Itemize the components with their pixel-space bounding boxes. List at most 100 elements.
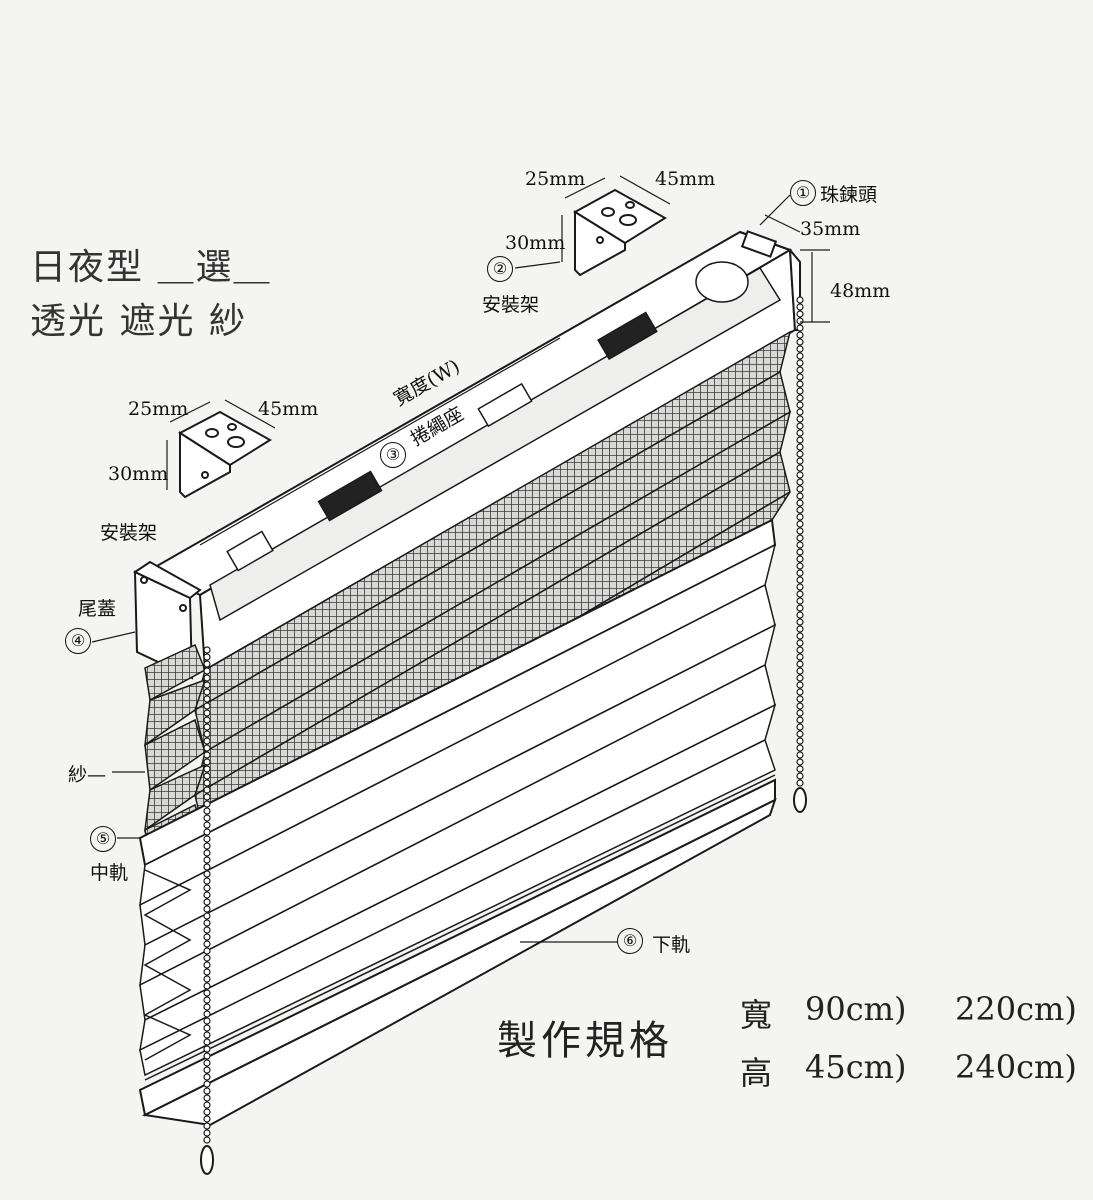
chain-bead [796, 772, 804, 780]
chain-bead [203, 793, 211, 801]
dim-bracket-left-b: 45mm [258, 398, 319, 420]
part-4-label: 尾蓋 [78, 598, 117, 620]
chain-bead [796, 485, 804, 493]
chain-bead [796, 709, 804, 717]
chain-bead [203, 1031, 211, 1039]
chain-bead [796, 702, 804, 710]
chain-bead [203, 982, 211, 990]
bead-chain-right [796, 296, 804, 787]
chain-bead [203, 1101, 211, 1109]
chain-bead [796, 548, 804, 556]
chain-bead [203, 1038, 211, 1046]
chain-bead [796, 695, 804, 703]
chain-bead [796, 520, 804, 528]
chain-bead [203, 1122, 211, 1130]
chain-bead [796, 618, 804, 626]
chain-bead [796, 527, 804, 535]
spec-title: 製作規格 [497, 1018, 673, 1064]
chain-bead [203, 877, 211, 885]
chain-bead [796, 744, 804, 752]
chain-bead [796, 408, 804, 416]
part-3-number: ③ [380, 442, 406, 468]
chain-bead [203, 1080, 211, 1088]
dim-rail-depth: 35mm [800, 218, 861, 240]
chain-bead [796, 779, 804, 787]
chain-bead [203, 779, 211, 787]
part-5-label: 中軌 [90, 862, 129, 884]
chain-bead [203, 842, 211, 850]
chain-bead [796, 590, 804, 598]
chain-bead [796, 674, 804, 682]
spec-width-min: 90cm) [805, 990, 907, 1028]
bracket-left [178, 410, 272, 499]
chain-bead [203, 751, 211, 759]
chain-bead [796, 737, 804, 745]
chain-bead [203, 1115, 211, 1123]
chain-bead [796, 534, 804, 542]
rail-dim-lines [199, 214, 830, 546]
chain-bead [203, 898, 211, 906]
chain-bead [203, 730, 211, 738]
chain-bead [796, 422, 804, 430]
chain-bead [203, 926, 211, 934]
part-5-number: ⑤ [90, 826, 116, 852]
chain-bead [796, 310, 804, 318]
chain-bead [796, 681, 804, 689]
chain-bead [203, 800, 211, 808]
chain-bead [796, 569, 804, 577]
part-4-number: ④ [65, 628, 91, 654]
chain-bead [203, 646, 211, 654]
part-6-number: ⑥ [617, 928, 643, 954]
chain-bead [796, 478, 804, 486]
part-1-label: 珠鍊頭 [820, 184, 878, 206]
chain-bead [203, 1003, 211, 1011]
chain-bead [203, 807, 211, 815]
spec-height-label: 高 [740, 1054, 773, 1092]
chain-bead [203, 709, 211, 717]
chain-bead [796, 415, 804, 423]
chain-bead [203, 674, 211, 682]
spec-width-max: 220cm) [955, 990, 1077, 1028]
chain-bead [203, 723, 211, 731]
chain-bead [796, 429, 804, 437]
spec-width-label: 寬 [740, 996, 773, 1034]
chain-bead [203, 814, 211, 822]
dim-bracket-left-a: 25mm [128, 398, 189, 420]
chain-bead [796, 471, 804, 479]
chain-bead [796, 366, 804, 374]
chain-bead [796, 324, 804, 332]
chain-bead [203, 1073, 211, 1081]
chain-bead [796, 597, 804, 605]
chain-bead [203, 695, 211, 703]
rail-mechanism [226, 261, 749, 572]
chain-bead [203, 772, 211, 780]
chain-bead [796, 758, 804, 766]
chain-bead [203, 667, 211, 675]
chain-bead [203, 989, 211, 997]
bead-chain-left [203, 646, 211, 1144]
chain-bead [796, 667, 804, 675]
chain-bead [796, 653, 804, 661]
chain-bead [203, 688, 211, 696]
chain-bead [796, 730, 804, 738]
chain-bead [203, 1010, 211, 1018]
chain-bead [203, 1024, 211, 1032]
chain-bead [796, 436, 804, 444]
chain-bead [796, 604, 804, 612]
chain-bead [796, 380, 804, 388]
chain-tassel-right [793, 787, 807, 813]
chain-bead [203, 1094, 211, 1102]
chain-bead [203, 681, 211, 689]
chain-bead [203, 1087, 211, 1095]
title-line-1: 日夜型 ＿選＿ [30, 247, 272, 288]
chain-bead [796, 611, 804, 619]
chain-bead [203, 940, 211, 948]
chain-bead [796, 373, 804, 381]
chain-bead [796, 443, 804, 451]
chain-bead [203, 835, 211, 843]
title-line-2: 透光 遮光 紗 [30, 301, 247, 342]
part-1-number: ① [790, 180, 816, 206]
dim-bracket-top-h: 30mm [505, 232, 566, 254]
chain-bead [796, 562, 804, 570]
